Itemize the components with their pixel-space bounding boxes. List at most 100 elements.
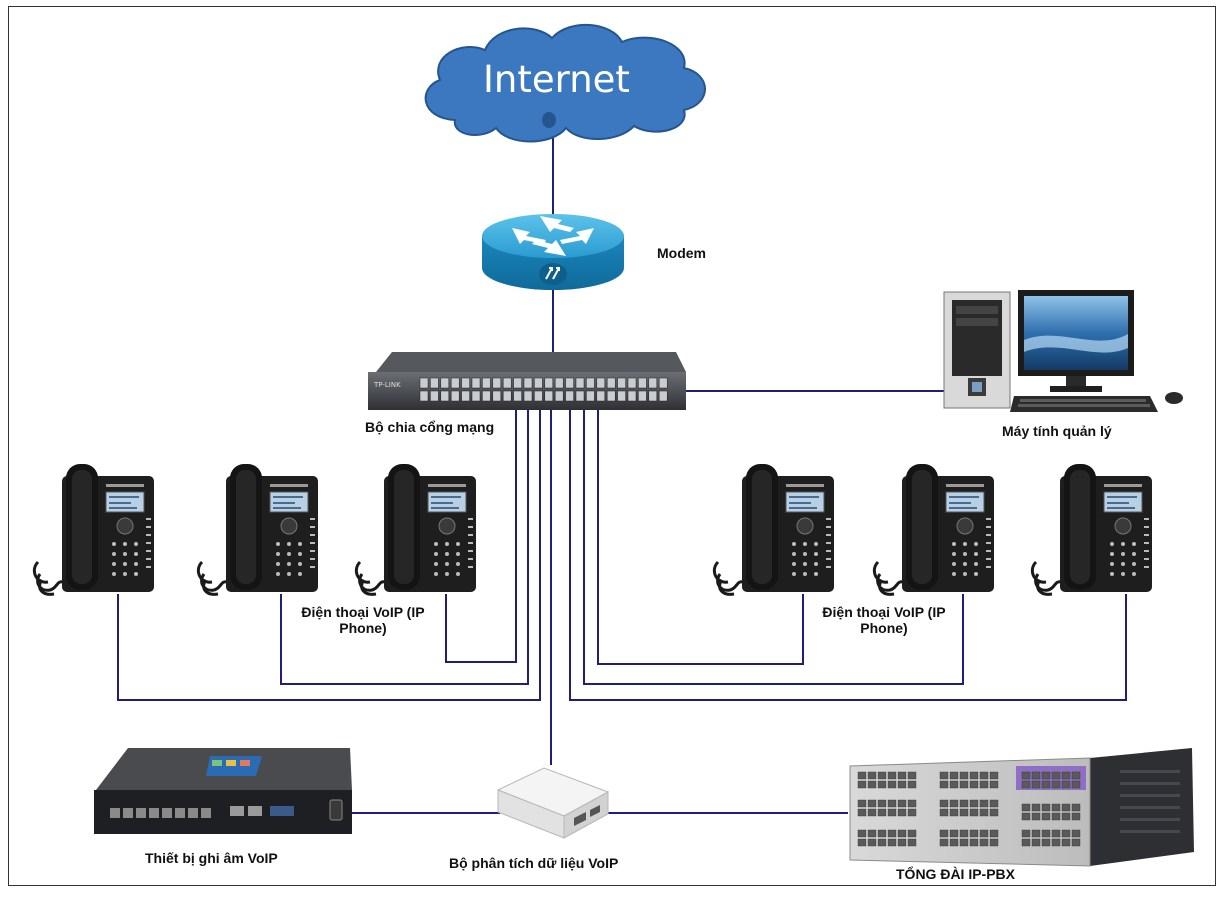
switch-port — [534, 390, 543, 402]
pbx-port — [1031, 812, 1041, 821]
recorder-port — [110, 808, 120, 818]
switch-port — [565, 390, 574, 402]
pbx-port — [1051, 771, 1061, 780]
pbx-port — [887, 799, 897, 808]
recorder-port — [201, 808, 211, 818]
switch-port — [450, 390, 460, 402]
switch-port — [482, 377, 491, 389]
switch-port — [482, 390, 491, 402]
pbx-port — [1021, 838, 1031, 847]
pbx-port — [897, 799, 907, 808]
pbx-port — [939, 799, 949, 808]
switch-port — [440, 390, 450, 402]
internet-label: Internet — [483, 58, 630, 101]
switch-port — [596, 377, 606, 389]
switch-port — [492, 390, 502, 402]
phones-right-label: Điện thoại VoIP (IP Phone) — [822, 604, 946, 636]
switch-port — [471, 390, 481, 402]
switch-port — [617, 390, 626, 402]
ip-phone-icon — [196, 462, 320, 596]
computer-label: Máy tính quản lý — [1002, 423, 1112, 439]
pbx-port — [1041, 829, 1051, 838]
pbx-port — [949, 829, 959, 838]
pbx-port — [1061, 780, 1071, 789]
recorder-port — [162, 808, 172, 818]
switch-port — [554, 377, 564, 389]
pbx-port — [1021, 803, 1031, 812]
pbx-port — [867, 780, 877, 789]
switch-port — [565, 377, 574, 389]
voip-analyzer-icon — [496, 767, 610, 839]
pbx-port — [1031, 780, 1041, 789]
pbx-port — [1041, 771, 1051, 780]
computer-icon — [943, 290, 1183, 412]
pbx-port — [989, 799, 999, 808]
pbx-port — [959, 799, 969, 808]
pbx-port — [887, 838, 897, 847]
pbx-port — [1041, 812, 1051, 821]
switch-port — [606, 390, 616, 402]
pbx-label: TỔNG ĐÀI IP-PBX — [896, 866, 1016, 882]
switch-port — [502, 377, 512, 389]
pbx-port — [949, 780, 959, 789]
pbx-port — [1071, 838, 1081, 847]
switch-port — [638, 377, 647, 389]
switch-port — [575, 377, 585, 389]
pbx-port — [907, 799, 917, 808]
pbx-port — [1021, 829, 1031, 838]
recorder-port — [149, 808, 159, 818]
switch-port — [658, 377, 668, 389]
switch-port — [450, 377, 460, 389]
pbx-port — [877, 838, 887, 847]
link-phone-5 — [583, 408, 964, 685]
switch-port — [627, 390, 637, 402]
pbx-port — [857, 808, 867, 817]
switch-port — [513, 377, 522, 389]
pbx-port — [989, 771, 999, 780]
switch-port — [513, 390, 522, 402]
pbx-port — [887, 808, 897, 817]
ip-pbx-icon — [849, 748, 1194, 867]
pbx-port — [867, 829, 877, 838]
pbx-port — [1051, 803, 1061, 812]
pbx-port — [979, 808, 989, 817]
pbx-port — [897, 838, 907, 847]
pbx-port — [1061, 838, 1071, 847]
pbx-port — [1041, 838, 1051, 847]
pbx-port — [969, 771, 979, 780]
pbx-port — [877, 780, 887, 789]
pbx-port — [877, 799, 887, 808]
switch-port — [419, 377, 429, 389]
pbx-port — [979, 829, 989, 838]
switch-port — [430, 377, 439, 389]
switch-port — [596, 390, 606, 402]
connection-lines — [117, 118, 1127, 814]
link-phone-6 — [569, 408, 1127, 701]
switch-port — [523, 377, 533, 389]
ip-phone-icon — [712, 462, 836, 596]
recorder-port — [188, 808, 198, 818]
ip-phone-icon — [354, 462, 478, 596]
switch-port — [440, 377, 450, 389]
pbx-port — [907, 838, 917, 847]
recorder-port — [175, 808, 185, 818]
pbx-port — [979, 771, 989, 780]
pbx-ports — [857, 771, 1081, 847]
switch-port — [606, 377, 616, 389]
switch-port — [586, 390, 595, 402]
ip-phones — [32, 462, 1154, 596]
pbx-port — [857, 838, 867, 847]
pbx-port — [1051, 838, 1061, 847]
link-phone-4 — [597, 408, 804, 665]
pbx-port — [1061, 803, 1071, 812]
switch-port — [461, 377, 470, 389]
pbx-port — [887, 771, 897, 780]
switch-port — [492, 377, 502, 389]
pbx-port — [907, 780, 917, 789]
voip-recorder-icon — [94, 748, 352, 834]
pbx-port — [877, 808, 887, 817]
pbx-port — [959, 808, 969, 817]
pbx-port — [1051, 829, 1061, 838]
pbx-port — [949, 838, 959, 847]
pbx-port — [1051, 812, 1061, 821]
